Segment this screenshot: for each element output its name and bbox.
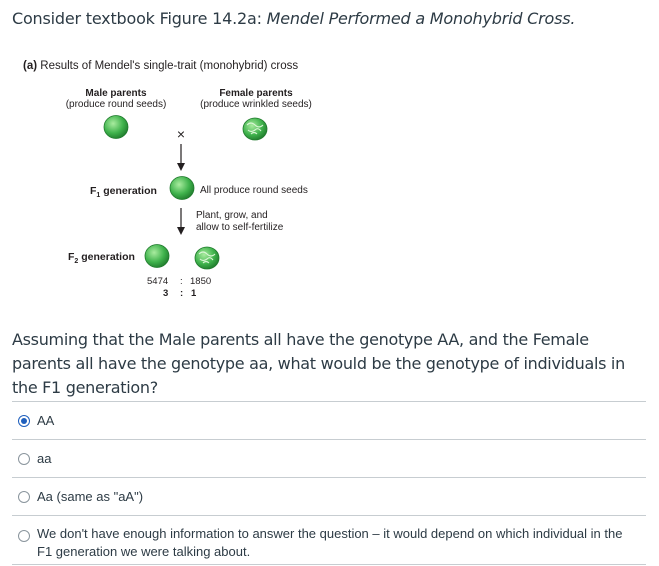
round-seed-f1 [170, 177, 194, 200]
cross-symbol: × [177, 126, 185, 142]
question-prompt: Assuming that the Male parents all have … [12, 328, 652, 400]
female-parents-heading: Female parents [205, 88, 307, 99]
ratio-wrinkled: 1 [191, 288, 196, 299]
step-note-line2: allow to self-fertilize [196, 222, 283, 233]
male-parents-sub: (produce round seeds) [55, 99, 177, 110]
round-seed-f2 [145, 245, 169, 268]
ratio-separator: : [180, 288, 183, 299]
male-parents-heading: Male parents [73, 88, 159, 99]
answer-label: Aa (same as "aA") [37, 487, 143, 506]
female-parents-sub: (produce wrinkled seeds) [187, 99, 325, 110]
radio-icon[interactable] [18, 491, 30, 503]
answer-list: AA aa Aa (same as "aA") We don't have en… [12, 401, 646, 565]
arrow-down-icon [177, 208, 185, 235]
answer-label-line2: F1 generation we were talking about. [37, 542, 250, 561]
answer-label: aa [37, 449, 51, 468]
answer-option-not-enough-info[interactable]: We don't have enough information to answ… [12, 515, 646, 565]
answer-option-aa-lower[interactable]: aa [12, 439, 646, 477]
radio-selected-icon[interactable] [18, 415, 30, 427]
step-note-line1: Plant, grow, and [196, 210, 268, 221]
f1-generation-label: F1 generation [90, 185, 157, 199]
answer-label-line1: We don't have enough information to answ… [37, 524, 622, 543]
answer-option-aa-mixed[interactable]: Aa (same as "aA") [12, 477, 646, 515]
ratio-round: 3 [163, 288, 168, 299]
f2-generation-label: F2 generation [68, 251, 135, 265]
round-seed-male [104, 116, 128, 139]
figure-caption: (a) Results of Mendel's single-trait (mo… [23, 60, 298, 72]
count-wrinkled: 1850 [190, 276, 211, 287]
answer-option-aa-upper[interactable]: AA [12, 401, 646, 439]
f2-suffix: generation [78, 251, 135, 263]
figure-graphics: × [0, 0, 659, 320]
f1-note: All produce round seeds [200, 185, 308, 196]
caption-text: Results of Mendel's single-trait (monohy… [37, 60, 298, 72]
wrinkled-seed-female [243, 118, 267, 140]
answer-label: AA [37, 411, 54, 430]
radio-icon[interactable] [18, 530, 30, 542]
f1-suffix: generation [100, 185, 157, 197]
radio-icon[interactable] [18, 453, 30, 465]
arrow-down-icon [177, 144, 185, 171]
count-round: 5474 [147, 276, 168, 287]
count-separator: : [180, 276, 183, 287]
wrinkled-seed-f2 [195, 247, 219, 269]
monohybrid-cross-figure: × (a) Results of Mendel's single-trait (… [0, 0, 659, 320]
caption-part: (a) [23, 60, 37, 72]
